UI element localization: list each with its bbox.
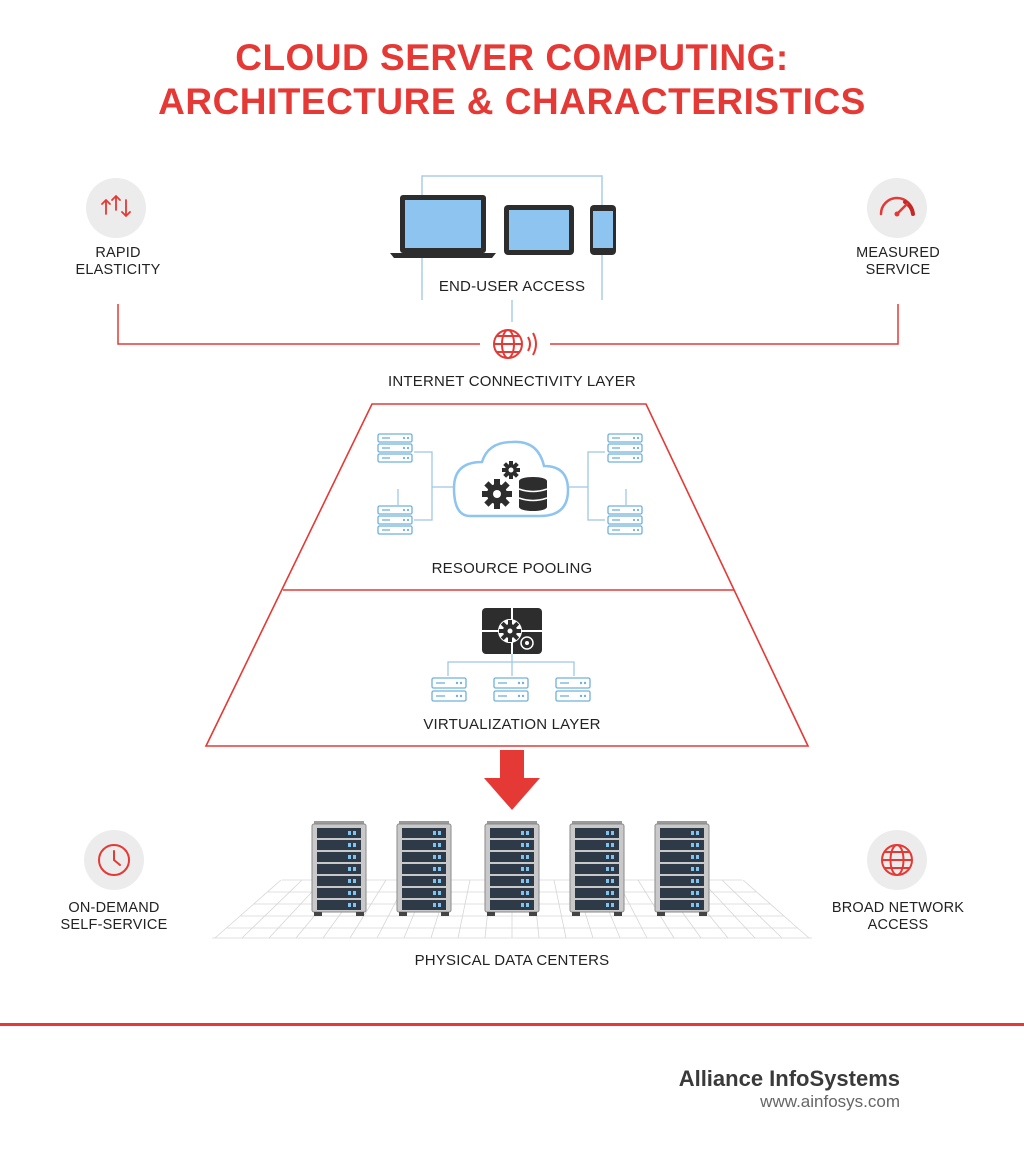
brand-url: www.ainfosys.com: [760, 1092, 900, 1111]
server-stack-top-right: [607, 433, 643, 463]
page-title-line-2: ARCHITECTURE & CHARACTERISTICS: [158, 81, 866, 122]
virtualization-layer-label: VIRTUALIZATION LAYER: [423, 716, 601, 733]
internet-connectivity-label: INTERNET CONNECTIVITY LAYER: [388, 373, 636, 390]
footer-divider: [0, 1023, 1024, 1026]
rack-2: [396, 821, 452, 916]
smartphone-icon: [590, 205, 616, 255]
server-stack-bottom-right: [607, 505, 643, 535]
rapid-elasticity-label: RAPID ELASTICITY: [38, 245, 198, 279]
on-demand-line-2: SELF-SERVICE: [60, 917, 168, 933]
server-racks: [311, 821, 710, 916]
rack-3: [484, 821, 540, 916]
tablet-icon: [504, 205, 574, 255]
measured-service-label: MEASURED SERVICE: [818, 245, 978, 279]
page-title-line-1: CLOUD SERVER COMPUTING:: [235, 37, 789, 78]
pool-server-stacks: [377, 433, 643, 535]
down-arrow: [484, 750, 540, 810]
pooling-connectors: [397, 451, 627, 521]
measured-service-line-2: SERVICE: [865, 262, 931, 278]
trapezoid-layers: [204, 403, 810, 747]
virtualization-connectors: [447, 654, 575, 676]
virtual-server-right: [555, 677, 591, 702]
measured-service-line-1: MEASURED: [856, 245, 940, 261]
internet-connectivity-line: [117, 304, 899, 345]
rack-1: [311, 821, 367, 916]
physical-data-centers-label: PHYSICAL DATA CENTERS: [414, 952, 610, 969]
brand-name: Alliance InfoSystems: [678, 1066, 900, 1091]
rapid-elasticity-line-1: RAPID: [95, 245, 141, 261]
rack-5: [654, 821, 710, 916]
virtualization-icon: [482, 608, 542, 654]
cloud-storage-icon: [452, 440, 570, 518]
on-demand-label: ON-DEMAND SELF-SERVICE: [34, 900, 194, 934]
broad-network-line-1: BROAD NETWORK: [831, 900, 965, 916]
virtual-server-units: [431, 677, 591, 702]
end-user-access-label: END-USER ACCESS: [438, 278, 586, 295]
server-stack-top-left: [377, 433, 413, 463]
globe-icon: [867, 830, 927, 890]
virtual-server-center: [493, 677, 529, 702]
rapid-elasticity-line-2: ELASTICITY: [75, 262, 161, 278]
clock-icon: [84, 830, 144, 890]
virtual-server-left: [431, 677, 467, 702]
broad-network-label: BROAD NETWORK ACCESS: [818, 900, 978, 934]
on-demand-line-1: ON-DEMAND: [68, 900, 160, 916]
broad-network-line-2: ACCESS: [867, 917, 929, 933]
rack-4: [569, 821, 625, 916]
gauge-icon: [867, 178, 927, 238]
server-stack-bottom-left: [377, 505, 413, 535]
globe-signal-icon: [493, 329, 537, 359]
resource-pooling-label: RESOURCE POOLING: [431, 560, 593, 577]
up-down-arrows-icon: [86, 178, 146, 238]
laptop-icon: [390, 195, 496, 258]
